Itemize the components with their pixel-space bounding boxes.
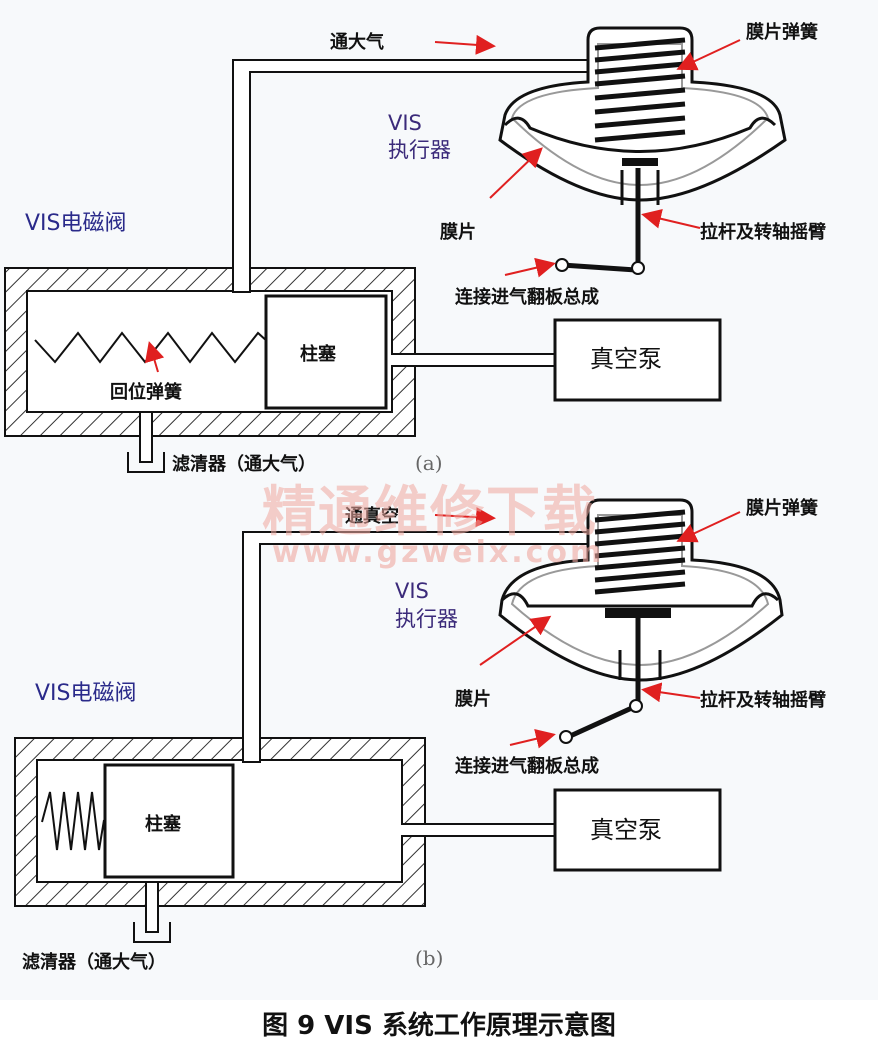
plunger-label-a: 柱塞 <box>300 343 337 365</box>
actuator-label-line2-b: 执行器 <box>395 607 458 631</box>
vacuum-pump-label-a: 真空泵 <box>590 345 662 373</box>
vent-label-a: 通大气 <box>330 31 384 53</box>
pump-tube-b <box>400 823 558 837</box>
filter-b <box>133 881 171 943</box>
watermark-url: www.gzweix.com <box>272 535 604 570</box>
flap-assembly-label-a: 连接进气翻板总成 <box>455 286 599 308</box>
diaphragm-spring-b <box>594 509 686 595</box>
diaphragm-spring-label-b: 膜片弹簧 <box>745 497 818 519</box>
solenoid-valve-title-a: VIS电磁阀 <box>25 211 127 236</box>
filter-a <box>127 411 165 473</box>
plunger-a <box>264 294 388 410</box>
diaphragm-a <box>503 116 777 153</box>
arrows-a <box>144 34 741 373</box>
plunger-label-b: 柱塞 <box>145 813 182 835</box>
filter-label-b: 滤清器（通大气） <box>22 951 166 973</box>
rod-arm-label-b: 拉杆及转轴摇臂 <box>700 689 826 711</box>
vent-label-b: 通真空 <box>345 505 399 527</box>
vent-tube-a <box>232 59 589 293</box>
figure-caption: 图 9 VIS 系统工作原理示意图 <box>262 1011 616 1041</box>
vacuum-tube-b <box>242 531 589 763</box>
panel-tag-a: (a) <box>415 451 443 475</box>
watermark-text: 精通维修下载 <box>262 480 598 543</box>
pump-tube-a <box>390 353 558 367</box>
diaphragm-label-b: 膜片 <box>454 688 491 710</box>
panel-a: 通大气 膜片弹簧 VIS 执行器 VIS电磁阀 膜片 拉杆及转轴摇臂 连接进气翻… <box>4 21 826 475</box>
flap-assembly-label-b: 连接进气翻板总成 <box>455 755 599 777</box>
return-spring-b <box>41 791 105 851</box>
panel-tag-b: (b) <box>415 946 443 970</box>
actuator-label-line2-a: 执行器 <box>388 138 451 162</box>
actuator-label-line1-b: VIS <box>395 579 429 603</box>
diaphragm-label-a: 膜片 <box>439 221 476 243</box>
actuator-label-line1-a: VIS <box>388 111 422 135</box>
vis-actuator-a <box>498 26 787 275</box>
solenoid-valve-title-b: VIS电磁阀 <box>35 681 137 706</box>
plunger-b <box>103 763 235 879</box>
vis-system-diagram: 通大气 膜片弹簧 VIS 执行器 VIS电磁阀 膜片 拉杆及转轴摇臂 连接进气翻… <box>4 21 826 973</box>
panel-b: 通真空 膜片弹簧 VIS 执行器 VIS电磁阀 膜片 拉杆及转轴摇臂 连接进气翻… <box>14 497 826 973</box>
rod-arm-label-a: 拉杆及转轴摇臂 <box>700 221 826 243</box>
vacuum-pump-a <box>553 318 722 402</box>
diaphragm-spring-a <box>594 37 686 143</box>
filter-label-a: 滤清器（通大气） <box>172 453 316 475</box>
diaphragm-b <box>500 592 780 608</box>
vis-actuator-b <box>498 498 784 744</box>
return-spring-label-a: 回位弹簧 <box>110 381 182 403</box>
vacuum-pump-label-b: 真空泵 <box>590 816 662 844</box>
arrows-b <box>434 507 741 749</box>
diaphragm-spring-label-a: 膜片弹簧 <box>745 21 818 43</box>
vacuum-pump-b <box>553 788 722 872</box>
